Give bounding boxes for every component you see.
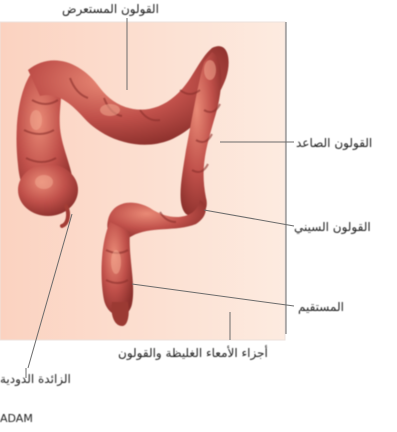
- label-right-2: القولون السيني: [294, 220, 371, 234]
- label-bottom: أجزاء الأمعاء الغليظة والقولون: [118, 346, 268, 360]
- footer-logo-text: ADAM: [0, 412, 33, 426]
- label-right-1: القولون الصاعد: [296, 136, 372, 150]
- label-top: القولون المستعرض: [62, 2, 159, 16]
- label-left: الزائدة الدودية: [0, 372, 71, 386]
- label-right-3: المستقيم: [298, 300, 344, 314]
